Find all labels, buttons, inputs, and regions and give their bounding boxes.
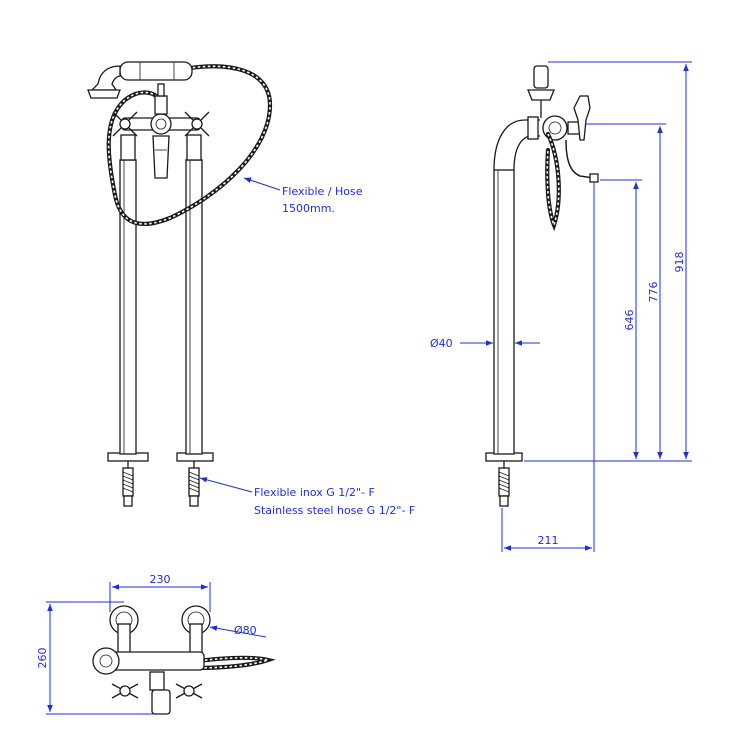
height-total-dimension: 918 [673, 64, 689, 459]
hose-label-line1: Flexible / Hose [282, 185, 363, 198]
hose-label-line2: 1500mm. [282, 202, 335, 215]
height-total-text: 918 [673, 252, 686, 273]
height-spout-text: 646 [623, 310, 636, 331]
hose-leader [243, 177, 281, 191]
pipe-diameter-dimension: Ø40 [430, 337, 540, 350]
plan-depth-dimension: 260 [36, 601, 154, 715]
left-cross-handle [112, 111, 138, 137]
right-standpipe [185, 134, 203, 455]
side-supply-hose [498, 461, 510, 507]
height-spout-dimension: 646 [623, 182, 639, 459]
supply-label-line2: Stainless steel hose G 1/2"- F [254, 504, 415, 517]
side-view: Ø40 918 776 646 211 [430, 61, 692, 552]
flange-diameter-text: Ø80 [234, 624, 257, 637]
pipe-spacing-text: 230 [150, 573, 171, 586]
supply-leader [199, 477, 253, 493]
left-standpipe [119, 134, 137, 455]
right-cross-handle [184, 111, 210, 137]
flange-diameter-dimension: Ø80 [209, 624, 267, 638]
side-hose [545, 131, 561, 232]
handshower [87, 61, 193, 99]
height-handle-dimension: 776 [647, 126, 663, 459]
height-handle-text: 776 [647, 282, 660, 303]
pipe-diameter-text: Ø40 [430, 337, 453, 350]
left-supply-hose [122, 461, 134, 507]
pipe-spacing-dimension: 230 [109, 573, 211, 612]
supply-label-line1: Flexible inox G 1/2"- F [254, 486, 375, 499]
spout-reach-text: 211 [538, 534, 559, 547]
spout-reach-dimension: 211 [501, 182, 595, 552]
side-handshower [527, 65, 555, 118]
plan-view: 230 260 Ø80 [36, 573, 276, 715]
right-supply-hose [188, 461, 200, 507]
plan-depth-text: 260 [36, 648, 49, 669]
front-view: Flexible / Hose 1500mm. Flexible inox G … [87, 61, 415, 517]
mixer-body [112, 83, 210, 179]
side-standpipe [493, 116, 540, 455]
